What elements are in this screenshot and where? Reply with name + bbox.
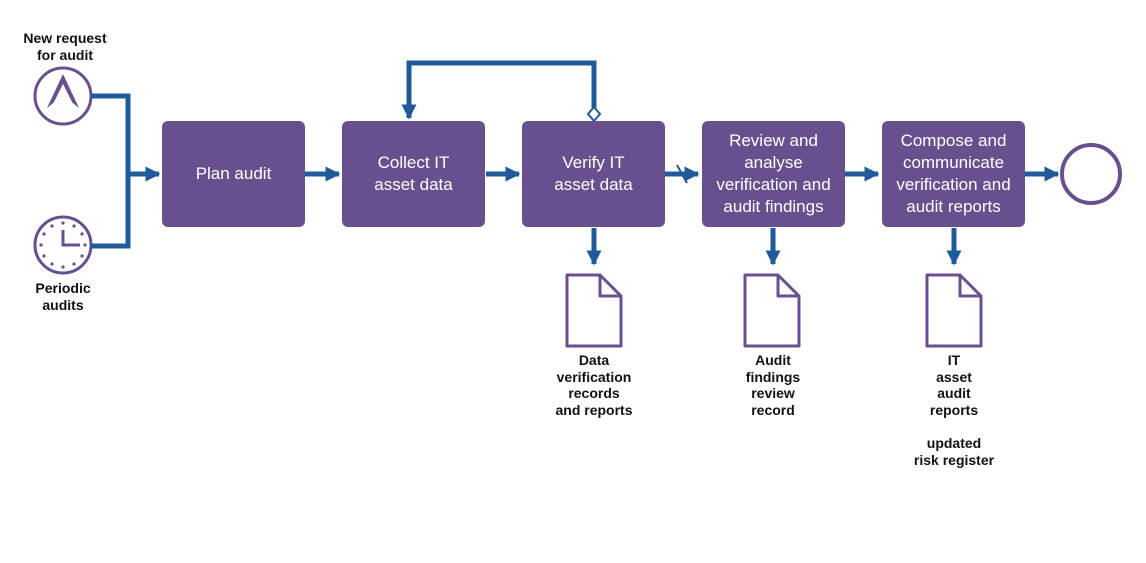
end-circle-icon bbox=[1060, 143, 1122, 205]
step-review-and-analyse[interactable]: Review and analyse verification and audi… bbox=[702, 121, 845, 227]
step-compose-and-communicate[interactable]: Compose and communicate verification and… bbox=[882, 121, 1025, 227]
document-icon bbox=[565, 273, 623, 348]
document-icon bbox=[743, 273, 801, 348]
loop-diamond-icon bbox=[586, 105, 602, 123]
output-label-audit-findings: Audit findings review record bbox=[745, 352, 801, 418]
start-event-label-new-request: New request for audit bbox=[23, 30, 107, 63]
step-plan-audit[interactable]: Plan audit bbox=[162, 121, 305, 227]
step-verify-it-asset-data[interactable]: Verify IT asset data bbox=[522, 121, 665, 227]
default-flow-slash-icon bbox=[676, 164, 688, 184]
document-icon bbox=[925, 273, 983, 348]
step-collect-it-asset-data[interactable]: Collect IT asset data bbox=[342, 121, 485, 227]
clock-icon bbox=[33, 215, 93, 275]
flow-connectors bbox=[91, 60, 1060, 266]
output-note-risk-register: updated risk register bbox=[913, 435, 995, 468]
output-label-data-verification: Data verification records and reports bbox=[555, 352, 633, 418]
message-start-event-icon bbox=[33, 66, 93, 126]
start-event-label-periodic: Periodic audits bbox=[35, 280, 91, 313]
output-label-it-asset-audit-reports: IT asset audit reports bbox=[929, 352, 979, 418]
